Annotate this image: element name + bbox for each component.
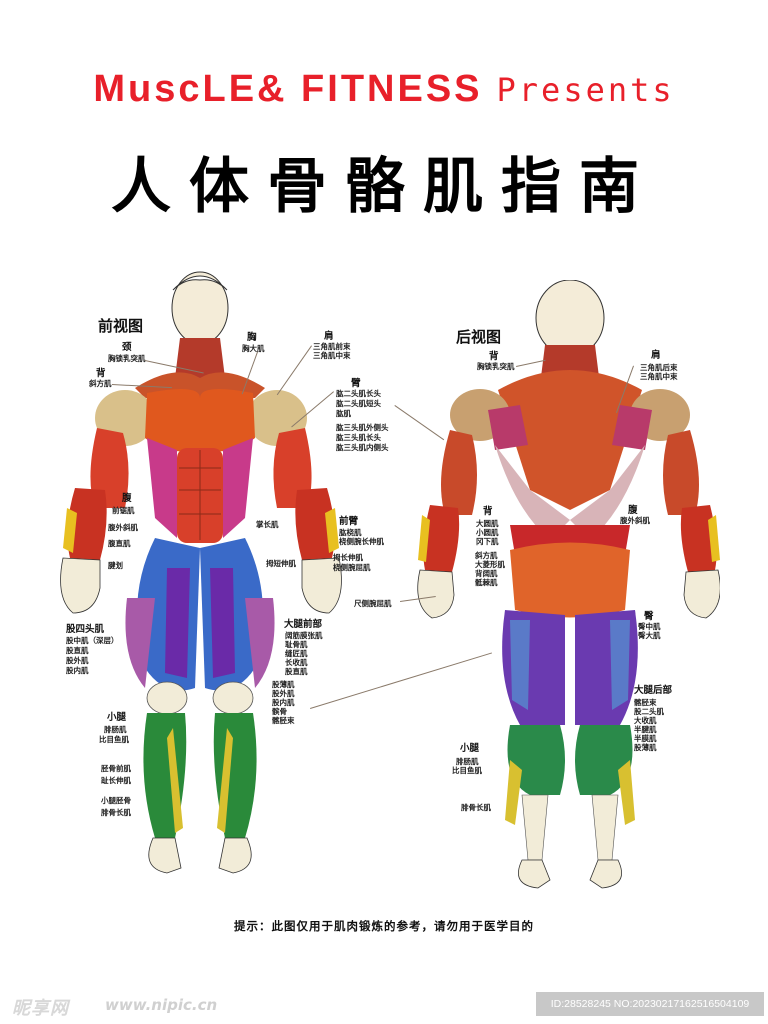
label-vastus-medialis: 股内肌 bbox=[66, 666, 89, 675]
label-flexor-carpi-ulnaris: 尺侧腕屈肌 bbox=[354, 599, 392, 608]
chinese-title: 人体骨骼肌指南 bbox=[111, 152, 657, 222]
label-adductor-longus: 长收肌 bbox=[285, 658, 308, 667]
label-tibia: 小腿胫骨 bbox=[101, 796, 131, 805]
label-gastrocnemius: 腓肠肌 bbox=[104, 725, 127, 734]
label-triceps-medial: 肱三头肌内侧头 bbox=[336, 443, 389, 452]
label-rectus-abdominis: 腹直肌 bbox=[108, 539, 131, 548]
label-palmaris-longus: 掌长肌 bbox=[256, 520, 279, 529]
label-external-oblique: 腹外斜肌 bbox=[108, 523, 138, 532]
label-rhomboid-major: 大菱形肌 bbox=[475, 560, 505, 569]
label-back-peroneus-longus: 腓骨长肌 bbox=[461, 803, 491, 812]
label-back-external-oblique: 腹外斜肌 bbox=[620, 516, 650, 525]
label-abdomen: 腹 bbox=[122, 493, 132, 504]
label-extensor-digitorum-longus: 趾长伸肌 bbox=[101, 776, 131, 785]
label-trapezius: 斜方肌 bbox=[89, 379, 112, 388]
label-lower-leg: 小腿 bbox=[107, 712, 127, 723]
front-anatomy-figure bbox=[60, 271, 342, 874]
label-infraspinatus: 冈下肌 bbox=[476, 537, 499, 546]
label-chest: 胸 bbox=[247, 332, 257, 343]
label-vastus-lateralis: 股外肌 bbox=[66, 656, 89, 665]
label-back-medial-deltoid: 三角肌中束 bbox=[640, 372, 678, 381]
label-back-sternocleidomastoid: 胸锁乳突肌 bbox=[477, 362, 515, 371]
label-gluteus-maximus: 臀大肌 bbox=[638, 631, 661, 640]
label-sartorius: 缝匠肌 bbox=[285, 649, 308, 658]
label-iliotibial-band: 髂胫束 bbox=[272, 716, 295, 725]
label-forearm: 前臂 bbox=[339, 516, 359, 527]
label-back-group: 背 bbox=[483, 506, 493, 517]
label-anterior-thigh: 大腿前部 bbox=[284, 619, 323, 630]
label-quadriceps: 股四头肌 bbox=[66, 624, 105, 635]
front-view-label: 前视图 bbox=[98, 317, 144, 335]
label-serratus-anterior: 前锯肌 bbox=[112, 506, 135, 515]
label-brachialis: 肱肌 bbox=[336, 409, 351, 418]
label-back: 背 bbox=[96, 368, 106, 379]
label-extensor-carpi-radialis: 桡侧腕长伸肌 bbox=[339, 537, 384, 546]
label-extensor-pollicis-longus: 拇长伸肌 bbox=[333, 553, 363, 562]
watermark-logo: 昵享网 bbox=[12, 998, 69, 1019]
label-back-shoulder: 肩 bbox=[651, 350, 661, 361]
label-adductor-magnus: 大收肌 bbox=[634, 716, 657, 725]
label-vastus-lateralis-2: 股外肌 bbox=[272, 689, 295, 698]
label-sternocleidomastoid: 胸锁乳突肌 bbox=[108, 354, 146, 363]
label-shoulder: 肩 bbox=[324, 331, 334, 342]
label-teres-major: 大圆肌 bbox=[476, 519, 499, 528]
brand-name: MuscLE& FITNESS bbox=[93, 68, 483, 110]
label-back-lower-leg: 小腿 bbox=[460, 743, 480, 754]
label-medial-deltoid: 三角肌中束 bbox=[313, 351, 351, 360]
label-pectoralis-major: 胸大肌 bbox=[242, 344, 265, 353]
label-semitendinosus: 半腱肌 bbox=[634, 725, 657, 734]
label-arm: 臂 bbox=[351, 378, 361, 389]
watermark-id: ID:28528245 NO:20230217162516504109 bbox=[536, 992, 764, 1016]
label-rectus-femoris-2: 股直肌 bbox=[285, 667, 308, 676]
disclaimer-note: 提示：此图仅用于肌肉锻炼的参考，请勿用于医学目的 bbox=[234, 919, 534, 933]
back-anatomy-figure bbox=[417, 280, 720, 889]
label-back-abdomen: 腹 bbox=[628, 505, 638, 516]
label-back-gracilis: 股薄肌 bbox=[634, 743, 657, 752]
label-posterior-deltoid: 三角肌后束 bbox=[640, 363, 678, 372]
label-tendinous-intersection: 腱划 bbox=[108, 561, 123, 570]
label-back-gastrocnemius: 腓肠肌 bbox=[456, 757, 479, 766]
watermark-url: www.nipic.cn bbox=[105, 996, 218, 1014]
label-tibialis-anterior: 胫骨前肌 bbox=[101, 764, 131, 773]
back-view-label: 后视图 bbox=[456, 328, 502, 346]
english-title: MuscLE& FITNESS Presents bbox=[0, 68, 768, 111]
label-anterior-deltoid: 三角肌前束 bbox=[313, 342, 351, 351]
label-latissimus-dorsi: 背阔肌 bbox=[475, 569, 498, 578]
label-pectineus: 耻骨肌 bbox=[285, 640, 308, 649]
label-back-soleus: 比目鱼肌 bbox=[452, 766, 482, 775]
label-neck: 颈 bbox=[122, 342, 132, 353]
label-erector-spinae: 骶棘肌 bbox=[475, 578, 498, 587]
presents-text: Presents bbox=[496, 71, 675, 109]
label-tensor-fasciae-latae: 阔筋膜张肌 bbox=[285, 631, 323, 640]
label-extensor-pollicis-brevis: 拇短伸肌 bbox=[266, 559, 296, 568]
label-back-neck: 背 bbox=[489, 351, 499, 362]
label-biceps-long: 肱二头肌长头 bbox=[336, 389, 381, 398]
label-triceps-long: 肱三头肌长头 bbox=[336, 433, 381, 442]
label-peroneus-longus: 腓骨长肌 bbox=[101, 808, 131, 817]
label-back-trapezius: 斜方肌 bbox=[475, 551, 498, 560]
label-triceps-lateral: 肱三头肌外侧头 bbox=[336, 423, 389, 432]
label-biceps-femoris: 股二头肌 bbox=[634, 707, 664, 716]
label-vastus-intermedius: 股中肌（深层） bbox=[66, 636, 119, 645]
label-brachioradialis: 肱桡肌 bbox=[339, 528, 362, 537]
label-glutes: 臀 bbox=[644, 611, 654, 622]
label-vastus-medialis-2: 股内肌 bbox=[272, 698, 295, 707]
label-biceps-short: 肱二头肌短头 bbox=[336, 399, 381, 408]
label-posterior-thigh: 大腿后部 bbox=[634, 685, 673, 696]
label-patella: 髌骨 bbox=[272, 707, 287, 716]
label-gracilis: 股薄肌 bbox=[272, 680, 295, 689]
label-back-iliotibial-band: 髂胫束 bbox=[634, 698, 657, 707]
label-gluteus-medius: 臀中肌 bbox=[638, 622, 661, 631]
label-rectus-femoris: 股直肌 bbox=[66, 646, 89, 655]
label-soleus: 比目鱼肌 bbox=[99, 735, 129, 744]
label-flexor-carpi-radialis: 桡侧腕屈肌 bbox=[333, 563, 371, 572]
label-teres-minor: 小圆肌 bbox=[476, 528, 499, 537]
label-semimembranosus: 半膜肌 bbox=[634, 734, 657, 743]
